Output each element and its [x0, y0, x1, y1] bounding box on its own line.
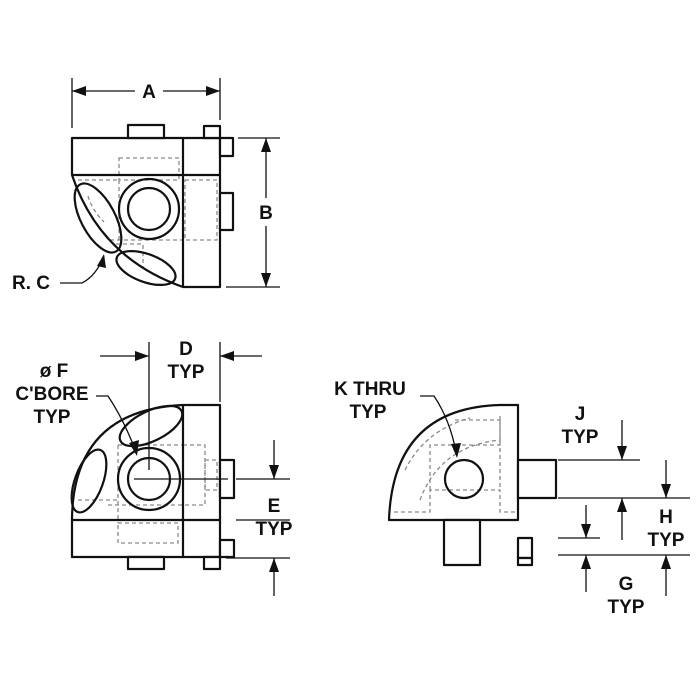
dimension-h: H TYP [558, 460, 690, 596]
label-rc: R. C [12, 273, 50, 294]
label-f-line1: ø F [40, 361, 69, 382]
counterbore-outer [117, 177, 181, 241]
label-d-line1: D [179, 339, 193, 360]
dimension-j: J TYP [558, 404, 690, 540]
label-h-line1: H [659, 507, 673, 528]
radius-c-callout: R. C [12, 254, 106, 294]
curved-hole-bottom [115, 250, 177, 286]
label-a: A [142, 82, 156, 103]
dimension-b: B [226, 137, 280, 288]
label-j-line1: J [575, 404, 586, 425]
side-view-hidden-lines [394, 415, 518, 513]
front-hole-top [118, 404, 184, 448]
dimension-g: G TYP [558, 505, 645, 618]
thru-hole [443, 458, 485, 500]
label-f-line3: TYP [34, 407, 71, 428]
dimension-e: E TYP [226, 440, 293, 596]
top-view [70, 123, 235, 289]
label-f-line2: C'BORE [15, 384, 88, 405]
label-e-line2: TYP [256, 519, 293, 540]
curved-hole-left [73, 182, 123, 254]
label-k-line2: TYP [350, 402, 387, 423]
side-view [387, 403, 558, 567]
label-g-line1: G [619, 574, 634, 595]
dimension-d: D TYP [100, 339, 262, 470]
label-j-line2: TYP [562, 427, 599, 448]
counterbore-inner [126, 186, 172, 232]
label-e-line1: E [268, 496, 281, 517]
dimension-a: A [71, 78, 221, 128]
counterbore-f-callout: ø F C'BORE TYP [15, 361, 139, 456]
label-d-line2: TYP [168, 362, 205, 383]
label-k-line1: K THRU [334, 379, 406, 400]
label-g-line2: TYP [608, 597, 645, 618]
front-hole-left [70, 448, 108, 514]
label-b: B [259, 203, 273, 224]
thru-hole-k-callout: K THRU TYP [334, 379, 461, 458]
label-h-line2: TYP [648, 530, 685, 551]
